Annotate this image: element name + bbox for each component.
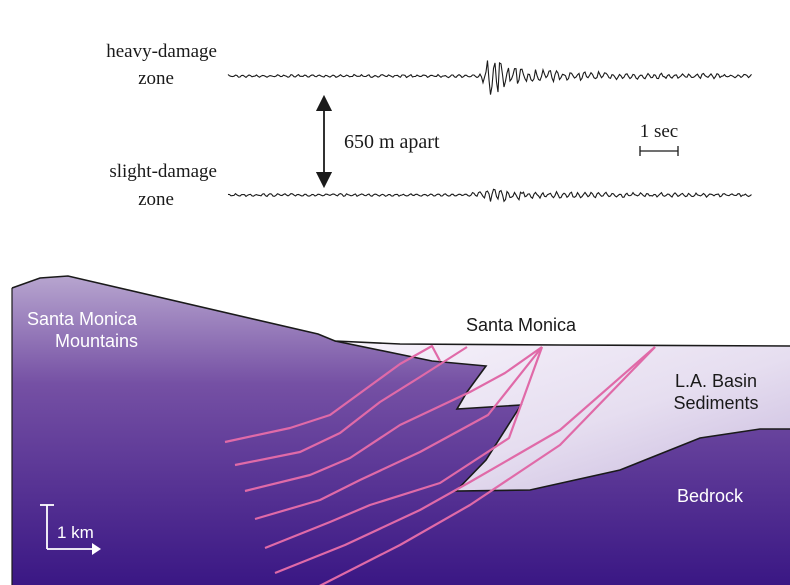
ground-surface-line <box>11 275 790 347</box>
ray-path-6 <box>274 346 656 575</box>
ray-path-4 <box>254 346 543 521</box>
time-scale-label: 1 sec <box>640 121 679 142</box>
ray-path-3 <box>244 346 543 493</box>
ray-path-1 <box>224 344 441 444</box>
cross-section-panel: Santa Monica Mountains Santa Monica L.A.… <box>11 275 790 585</box>
slight-damage-seismogram-trace <box>227 188 752 203</box>
slight-damage-label-zone: zone <box>138 189 174 210</box>
distance-scale <box>40 504 101 555</box>
bedrock-body <box>12 276 790 585</box>
seismic-ray-paths <box>224 344 656 585</box>
separation-label: 650 m apart <box>344 131 440 153</box>
santa-monica-mountains-label-line2: Mountains <box>55 331 138 351</box>
slight-damage-label: slight-damage <box>109 161 217 182</box>
bedrock-label: Bedrock <box>677 486 744 506</box>
la-basin-sediments-label-line2: Sediments <box>673 393 758 413</box>
ray-path-2 <box>234 346 468 467</box>
heavy-damage-label-zone: zone <box>138 68 174 89</box>
la-basin-sediments-label: L.A. Basin <box>675 371 757 391</box>
heavy-damage-label: heavy-damage <box>106 41 217 62</box>
ray-path-5 <box>264 346 544 550</box>
ray-path-7 <box>319 346 656 585</box>
basin-sediments <box>335 341 790 491</box>
santa-monica-mountains-label: Santa Monica <box>27 309 138 329</box>
santa-monica-city-label: Santa Monica <box>466 315 577 335</box>
distance-scale-label: 1 km <box>57 523 94 542</box>
seismogram-panel: heavy-damage zone slight-damage zone 650… <box>106 41 752 210</box>
basin-boundary-line <box>334 340 790 492</box>
heavy-damage-seismogram-trace <box>227 60 752 95</box>
time-scale-bar <box>639 146 679 156</box>
